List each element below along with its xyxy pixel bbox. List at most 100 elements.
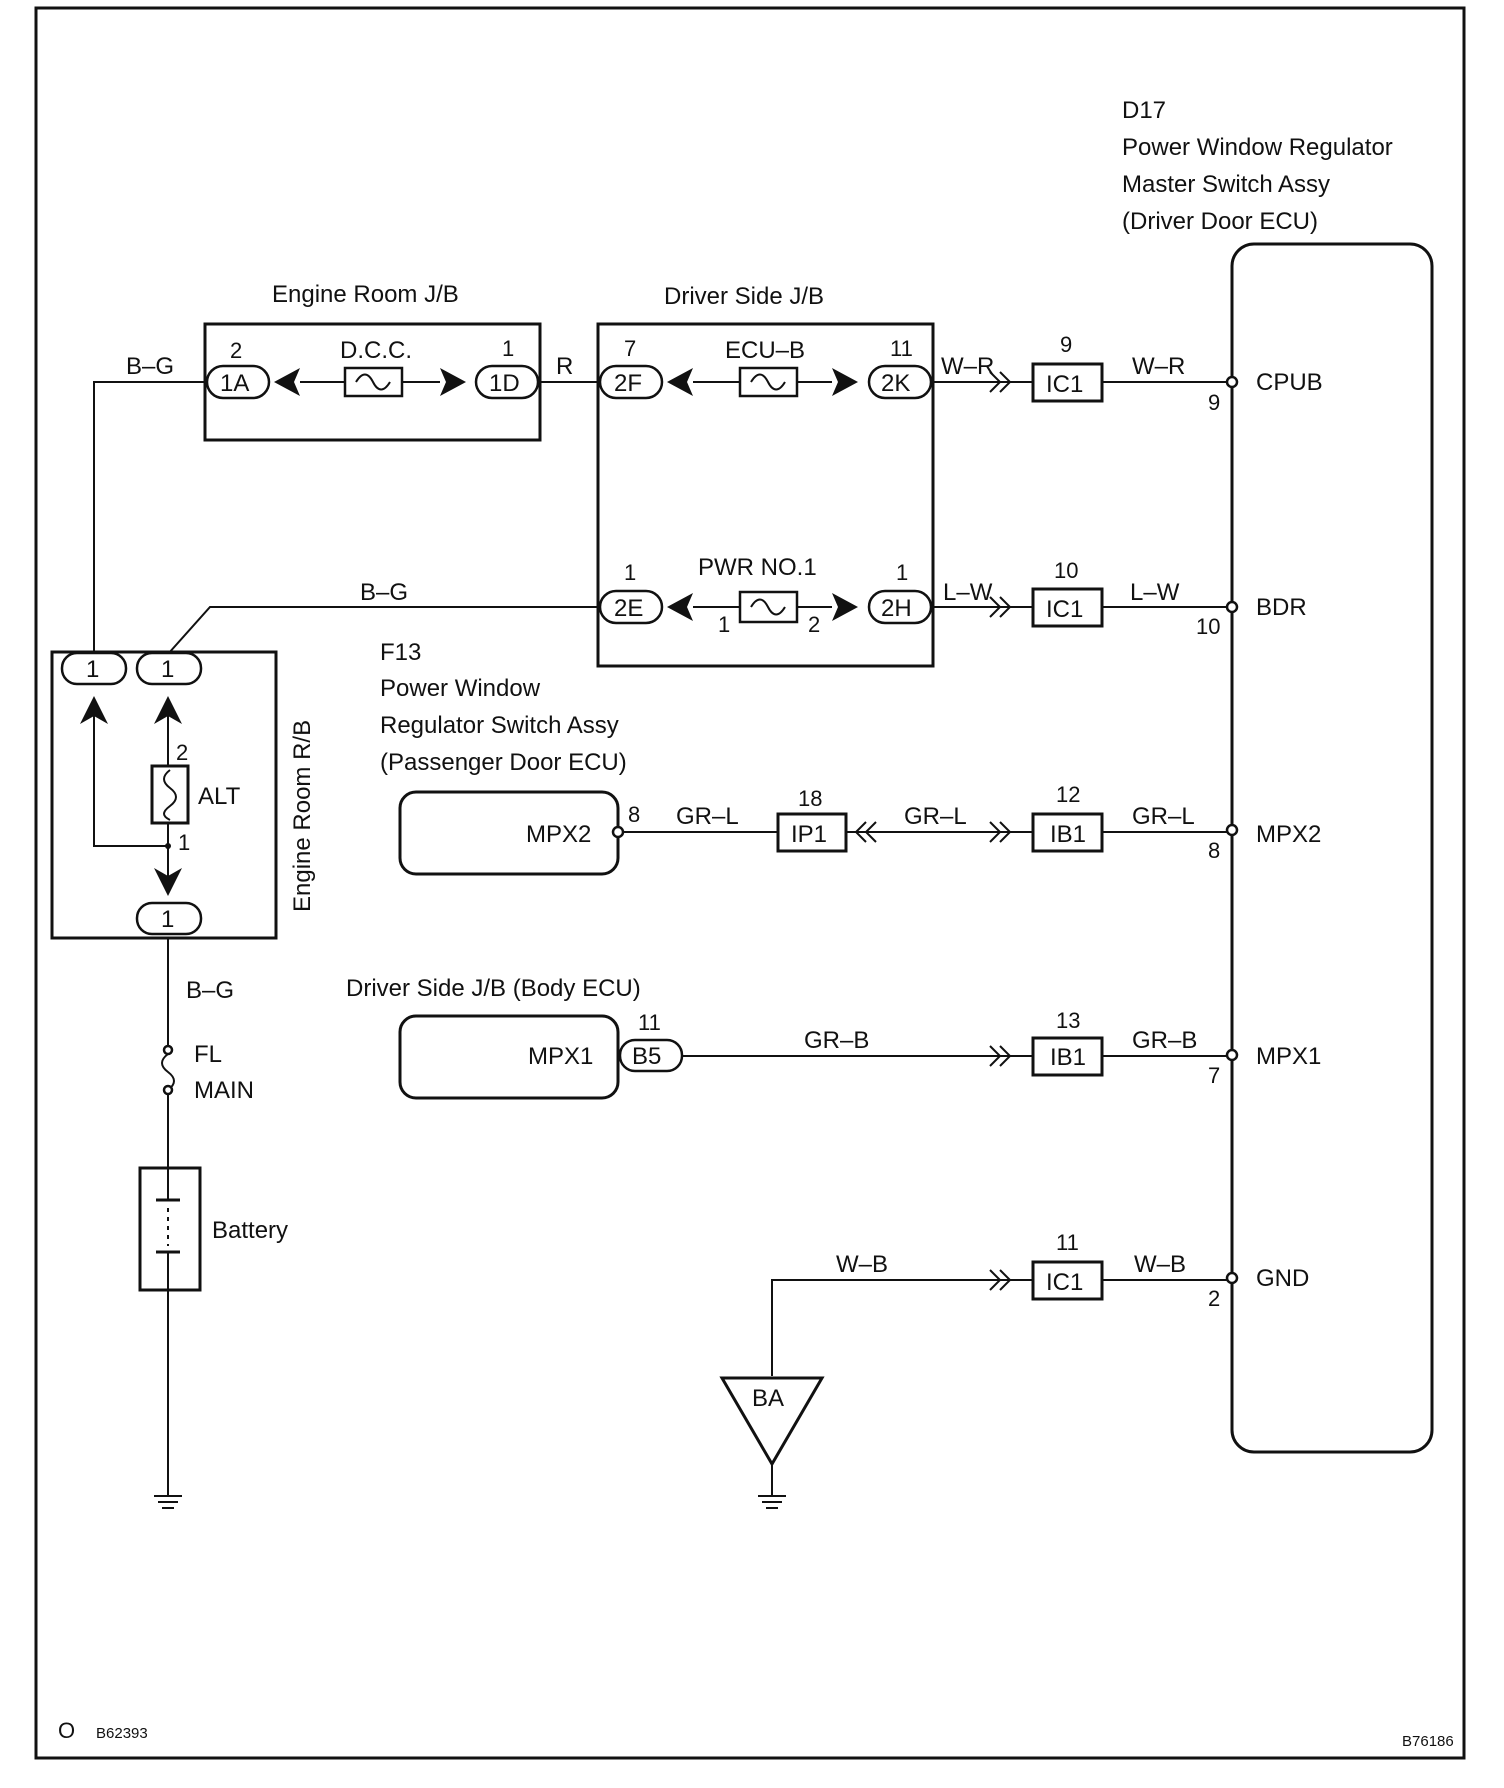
terminal-gnd-pin: 2 — [1208, 1286, 1220, 1311]
connector-2f-label: 2F — [614, 370, 642, 397]
connector-ic1-10-pin: 10 — [1054, 558, 1078, 583]
fuse-alt-pin-2: 2 — [176, 740, 188, 765]
ground-icon — [154, 1495, 182, 1509]
connector-2h-label: 2H — [881, 595, 912, 622]
connector-ib1-13-label: IB1 — [1050, 1044, 1086, 1071]
connector-ic1-9-pin: 9 — [1060, 332, 1072, 357]
terminal-mpx1-dot — [1225, 1048, 1239, 1062]
fuse-pwr-label: PWR NO.1 — [698, 554, 817, 581]
connector-1d-pin: 1 — [502, 336, 514, 361]
wire-bg-label-1: B–G — [126, 353, 174, 380]
engine-room-rb: Engine Room R/B 1 1 ALT 2 1 1 — [50, 650, 316, 940]
terminal-gnd: GND — [1256, 1265, 1309, 1292]
connector-1a-pin: 2 — [230, 338, 242, 363]
connector-2f-pin: 7 — [624, 336, 636, 361]
rb-connector-top-right-label: 1 — [161, 656, 174, 683]
connector-2e-pin: 1 — [624, 560, 636, 585]
body-ecu-component: Driver Side J/B (Body ECU) MPX1 B5 11 — [346, 975, 684, 1100]
terminal-mpx2-dot — [1225, 823, 1239, 837]
connector-ic1-9-label: IC1 — [1046, 371, 1083, 398]
engine-room-jb: Engine Room J/B 1A 2 D.C.C. 1D 1 — [203, 281, 542, 442]
d17-title-line1: Power Window Regulator — [1122, 134, 1393, 161]
connector-2f — [598, 364, 664, 400]
wire-l-w-label-1: L–W — [943, 579, 993, 606]
d17-title-line2: Master Switch Assy — [1122, 171, 1330, 198]
terminal-gnd-dot — [1225, 1271, 1239, 1285]
wire-l-w-label-2: L–W — [1130, 579, 1180, 606]
wire-bg-label-3: B–G — [186, 977, 234, 1004]
driver-side-jb-title: Driver Side J/B — [664, 283, 824, 310]
fuse-ecu-b-label: ECU–B — [725, 337, 805, 364]
fuse-alt-symbol — [163, 769, 177, 821]
connector-2k-label: 2K — [881, 370, 910, 397]
female-terminal-mark — [274, 368, 300, 396]
connector-b5-label: B5 — [632, 1043, 661, 1070]
fuse-alt-label: ALT — [198, 783, 241, 810]
wire-gr-b: GR–B IB1 13 GR–B — [682, 1008, 1227, 1077]
f13-code: F13 — [380, 639, 421, 666]
fuse-alt-pin-1: 1 — [178, 830, 190, 855]
connector-ib1-12-pin: 12 — [1056, 782, 1080, 807]
fl-main-line2: MAIN — [194, 1077, 254, 1104]
engine-room-jb-title: Engine Room J/B — [272, 281, 459, 308]
rb-connector-top-left — [60, 651, 128, 686]
battery-symbol — [138, 1166, 202, 1292]
wire-w-b: W–B IC1 11 W–B BA — [719, 1230, 1227, 1509]
connector-ib1-13-pin: 13 — [1056, 1008, 1080, 1033]
engine-room-rb-title: Engine Room R/B — [289, 720, 316, 912]
footer-mark: O — [58, 1718, 75, 1743]
connector-2e-label: 2E — [614, 595, 643, 622]
wire-w-b-label-1: W–B — [836, 1251, 888, 1278]
d17-code: D17 — [1122, 97, 1166, 124]
fuse-alt — [150, 764, 190, 825]
terminal-mpx1-pin: 7 — [1208, 1063, 1220, 1088]
ground-point-ba — [719, 1376, 825, 1467]
body-ecu-title: Driver Side J/B (Body ECU) — [346, 975, 641, 1002]
footer-left-code: B62393 — [96, 1725, 148, 1742]
wire-gr-l: GR–L IP1 18 GR–L IB1 12 GR–L — [623, 782, 1227, 853]
terminal-mpx1: MPX1 — [1256, 1043, 1321, 1070]
fusible-link-fl-main — [161, 1053, 175, 1091]
wire-r-label: R — [556, 353, 573, 380]
d17-title-line3: (Driver Door ECU) — [1122, 208, 1318, 235]
connector-ip1-label: IP1 — [791, 821, 827, 848]
connector-2h-pin: 1 — [896, 560, 908, 585]
f13-title-line2: Regulator Switch Assy — [380, 712, 619, 739]
connector-ic1-10-label: IC1 — [1046, 596, 1083, 623]
male-terminal-mark — [440, 368, 466, 396]
rb-connector-top-left-label: 1 — [86, 656, 99, 683]
rb-connector-bottom-label: 1 — [161, 906, 174, 933]
wire-w-r-label-2: W–R — [1132, 353, 1185, 380]
terminal-mpx2: MPX2 — [1256, 821, 1321, 848]
wire-gr-b-label-2: GR–B — [1132, 1027, 1197, 1054]
f13-title-line3: (Passenger Door ECU) — [380, 749, 627, 776]
connector-1a-label: 1A — [220, 370, 249, 397]
connector-ic1-11-pin: 11 — [1056, 1230, 1079, 1255]
terminal-mpx2-pin: 8 — [1208, 838, 1220, 863]
d17-component: D17 Power Window Regulator Master Switch… — [1122, 97, 1434, 1454]
connector-b5-pin: 11 — [638, 1010, 661, 1035]
f13-component: F13 Power Window Regulator Switch Assy (… — [380, 639, 640, 876]
f13-terminal-pin: 8 — [628, 802, 640, 827]
wire-bg-label-2: B–G — [360, 579, 408, 606]
wire-w-b-label-2: W–B — [1134, 1251, 1186, 1278]
wire-bg-to-1a — [93, 381, 207, 654]
wire-gr-l-label-2: GR–L — [904, 803, 967, 830]
connector-ib1-12-label: IB1 — [1050, 821, 1086, 848]
driver-side-jb-box — [596, 322, 935, 668]
fuse-dcc-label: D.C.C. — [340, 337, 412, 364]
driver-side-jb: Driver Side J/B 2F 7 ECU–B 2K 1 1 2E 1 PW… — [596, 283, 935, 668]
fuse-pwr-pin-2: 2 — [808, 612, 820, 637]
terminal-bdr: BDR — [1256, 594, 1307, 621]
fl-main-line1: FL — [194, 1041, 222, 1068]
ground-icon — [758, 1495, 786, 1509]
footer-right-code: B76186 — [1402, 1733, 1454, 1750]
wire-gr-b-label-1: GR–B — [804, 1027, 869, 1054]
f13-terminal-mpx2: MPX2 — [526, 821, 591, 848]
d17-terminals: CPUB 9 BDR 10 MPX2 8 MPX1 7 GND 2 — [1196, 369, 1323, 1311]
terminal-cpub-dot — [1225, 375, 1239, 389]
fuse-pwr-pin-1: 1 — [718, 612, 730, 637]
diagram-frame — [34, 6, 1466, 1760]
